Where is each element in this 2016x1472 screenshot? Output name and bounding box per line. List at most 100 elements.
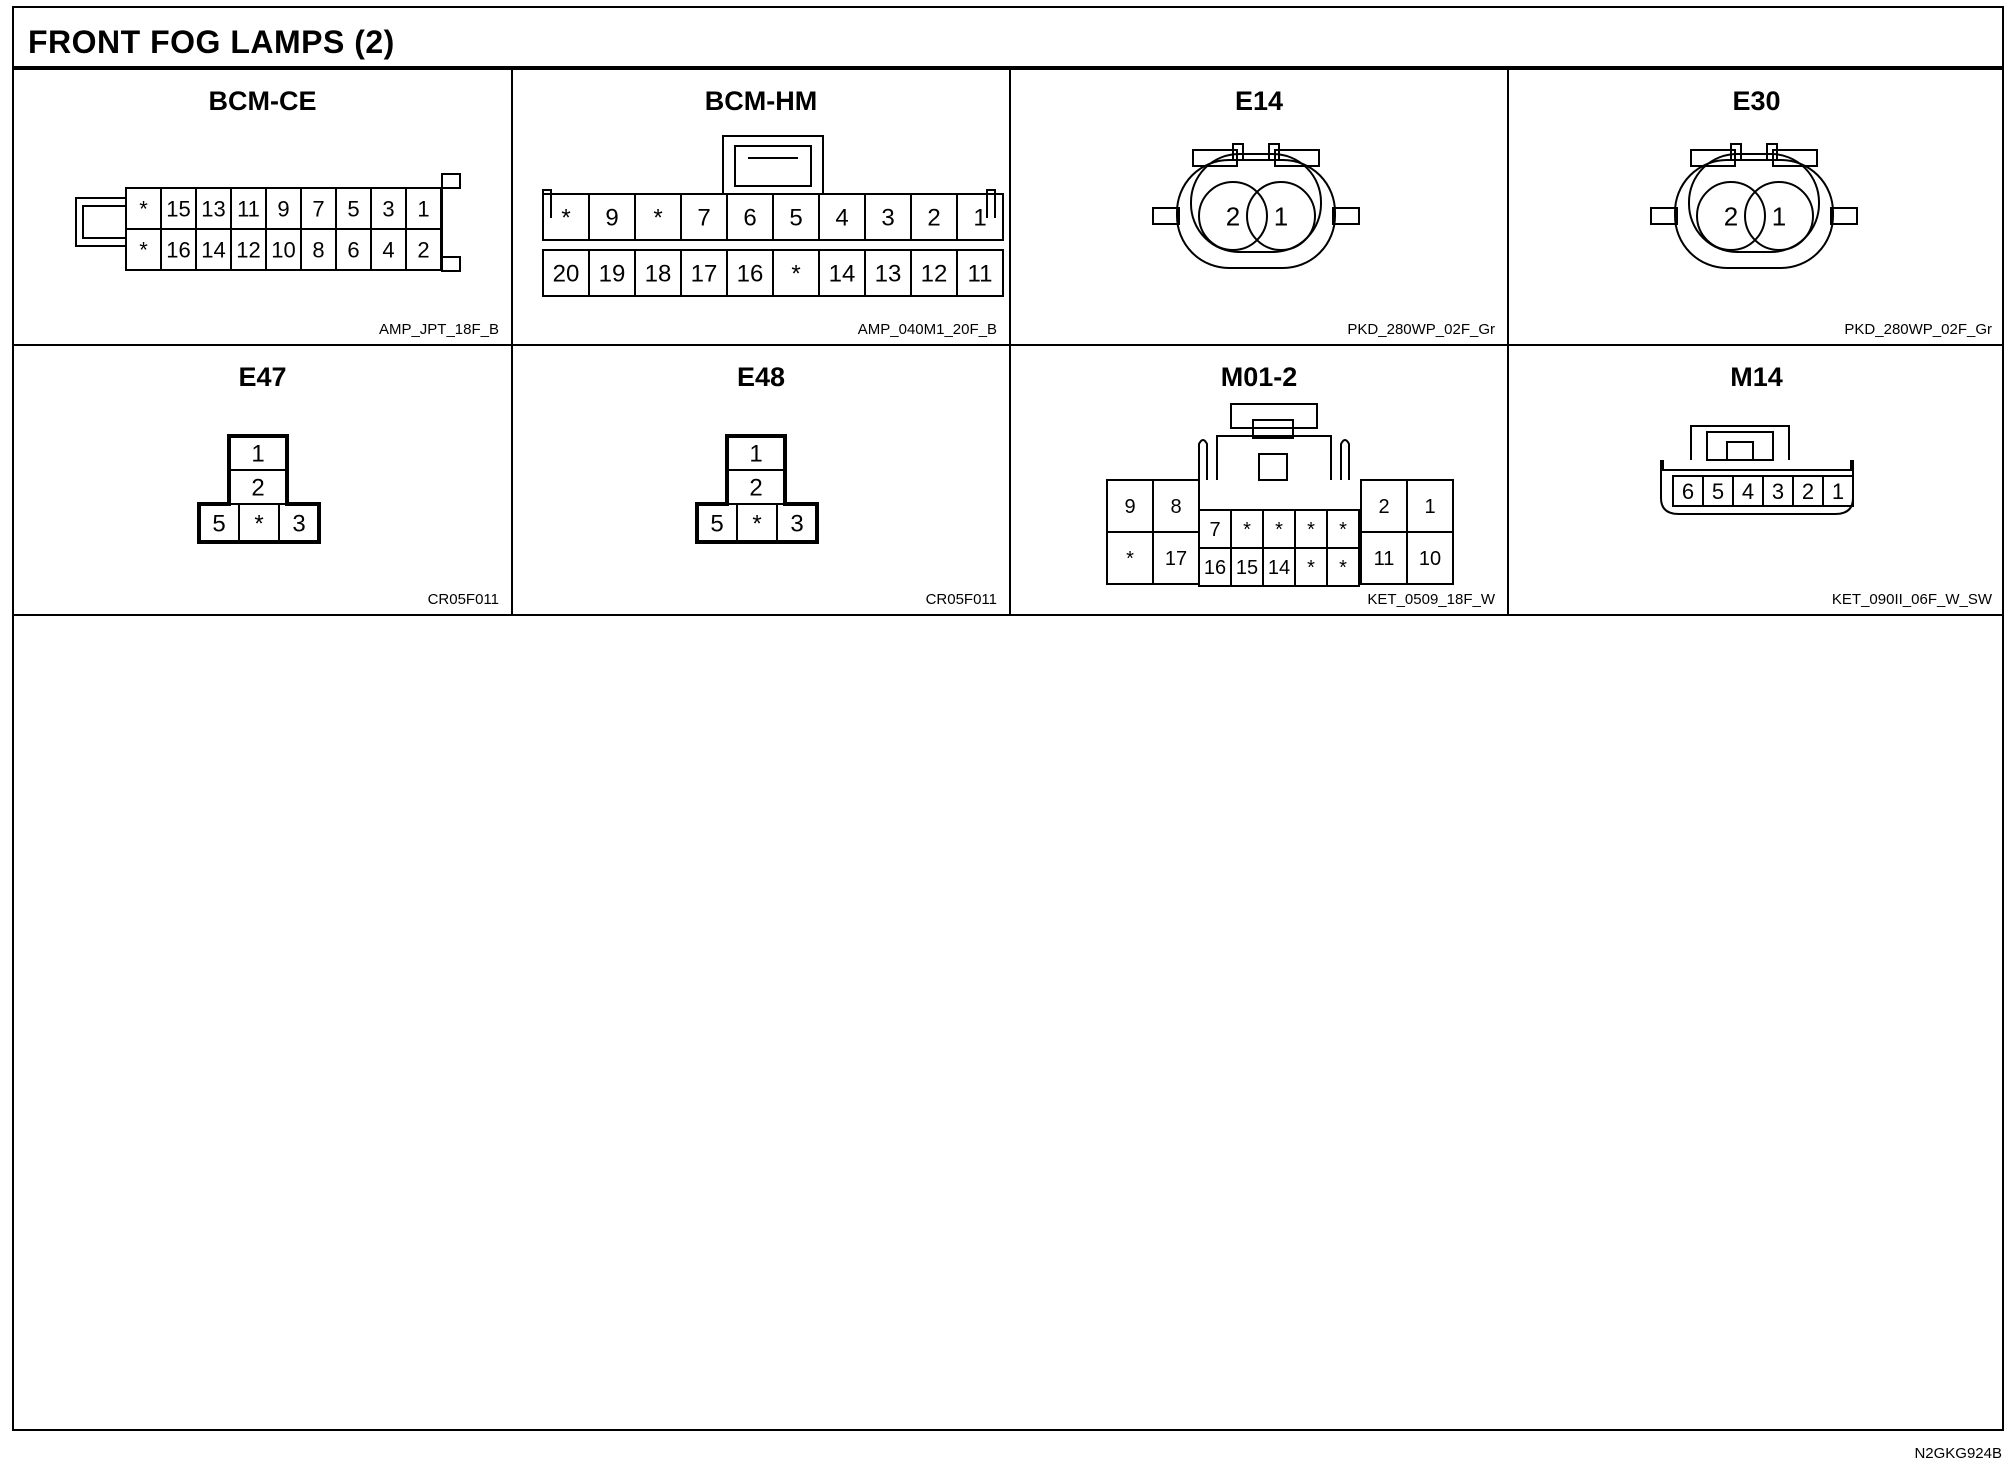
pin-label: * [1339,557,1347,579]
pin-label: 12 [236,237,260,262]
pin-cell [1406,531,1454,585]
connector-title: E30 [1732,86,1781,116]
pin-label: 2 [1802,479,1814,504]
pin-cell [405,228,442,271]
pin-label: 2 [1226,201,1240,231]
connector-code: KET_090II_06F_W_SW [1831,591,1992,608]
pin-label: 15 [1236,557,1258,579]
pin-label: * [139,237,148,262]
pin-label: 13 [875,261,902,288]
pin-label: 11 [1374,548,1395,570]
connector-outline [197,434,321,544]
pin-label: 2 [1724,201,1738,231]
connector-title: BCM-CE [208,86,317,116]
connector-title: BCM-HM [704,86,818,116]
pin-label: 18 [645,261,672,288]
pin-label: 1 [1424,496,1435,518]
page-title: FRONT FOG LAMPS (2) [28,24,395,60]
pin-label: 1 [1772,201,1786,231]
pin-cell [956,193,1004,241]
pin-label: 1 [973,205,986,232]
pin-label: 5 [710,511,723,538]
pin-label: 2 [1378,496,1389,518]
pin-label: 4 [835,205,848,232]
pin-label: 8 [1170,496,1181,518]
pin-label: 14 [1268,557,1290,579]
pin-label: * [791,261,800,288]
connector-code: CR05F011 [427,591,499,608]
pin-cell [1822,475,1854,507]
pin-label: * [1243,519,1251,541]
pin-label: * [653,205,662,232]
pin-label: * [561,205,570,232]
pin-label: 6 [743,205,756,232]
pin-label: 9 [605,205,618,232]
pin-label: * [1126,548,1134,570]
pin-label: 4 [382,237,394,262]
pin-label: 3 [292,511,305,538]
pin-label: 2 [417,237,429,262]
pin-label: 1 [417,196,429,221]
pin-label: 3 [382,196,394,221]
pin-label: 15 [166,196,190,221]
pin-label: 7 [697,205,710,232]
pin-label: 5 [1712,479,1724,504]
pin-label: 2 [749,475,762,502]
row-divider [14,344,2002,346]
connector-code: CR05F011 [925,591,997,608]
pin-label: 6 [1682,479,1694,504]
pin-label: 1 [251,441,264,468]
connector-title: E48 [736,362,786,392]
pin-label: 1 [1832,479,1844,504]
pin-label: 1 [1274,201,1288,231]
column-divider [511,70,513,614]
connector-title: M14 [1730,362,1783,392]
pin-cell [956,249,1004,297]
pin-label: 19 [599,261,626,288]
connector-code: KET_0509_18F_W [1367,591,1495,608]
pin-label: 10 [1419,548,1441,570]
pin-label: 14 [829,261,856,288]
pin-label: * [752,511,761,538]
pin-label: 16 [1204,557,1226,579]
pin-label: * [1339,519,1347,541]
connector-e48-diagram: 125*3 [695,434,819,544]
connector-title: E14 [1234,86,1284,116]
pin-cell [1326,547,1360,587]
pin-label: 13 [201,196,225,221]
connector-title: E47 [238,362,287,392]
pin-label: 9 [277,196,289,221]
pin-label: * [1307,519,1315,541]
connector-e47-diagram: 125*3 [197,434,321,544]
title-bar: FRONT FOG LAMPS (2) [14,8,2002,70]
pin-label: 14 [201,237,225,262]
row-divider [14,614,2002,616]
pin-label: * [139,196,148,221]
pin-label: 17 [691,261,718,288]
pin-label: 17 [1165,548,1187,570]
connector-outline [695,434,819,544]
pin-label: 20 [553,261,580,288]
pin-label: 3 [790,511,803,538]
pin-label: 12 [921,261,948,288]
pin-label: 11 [968,261,993,288]
pin-label: 3 [1772,479,1784,504]
document-id: N2GKG924B [1914,1445,2002,1462]
connector-title: M01-2 [1220,362,1298,392]
pin-label: 2 [927,205,940,232]
connector-code: AMP_JPT_18F_B [378,321,499,338]
